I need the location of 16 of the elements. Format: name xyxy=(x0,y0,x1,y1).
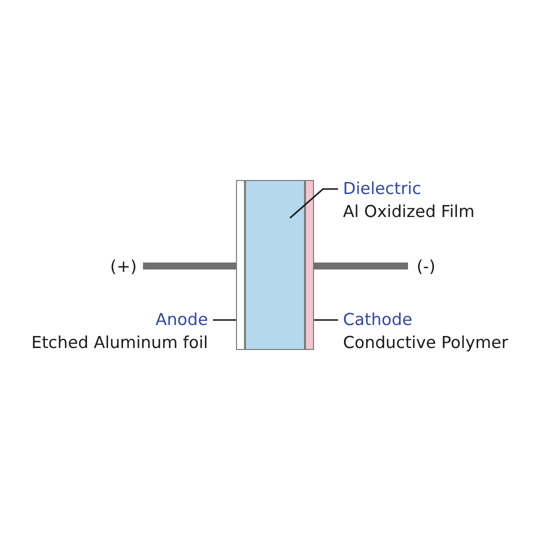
anode-foil-layer xyxy=(236,180,245,350)
dielectric-layer xyxy=(245,180,305,350)
lead-wire xyxy=(143,262,236,270)
terminal-label: (-) xyxy=(408,254,444,279)
part-name: Cathode xyxy=(343,309,414,331)
part-name: Anode xyxy=(154,309,208,331)
part-description: Etched Aluminum foil xyxy=(30,332,208,354)
lead-wire xyxy=(314,262,408,270)
leader-line xyxy=(290,188,338,219)
cathode-layer xyxy=(305,180,314,350)
part-description: Al Oxidized Film xyxy=(343,201,476,223)
leader-line xyxy=(314,319,338,321)
leader-line xyxy=(213,319,236,321)
part-name: Dielectric xyxy=(343,178,422,200)
part-description: Conductive Polymer xyxy=(343,332,510,354)
terminal-label: (+) xyxy=(104,254,143,279)
